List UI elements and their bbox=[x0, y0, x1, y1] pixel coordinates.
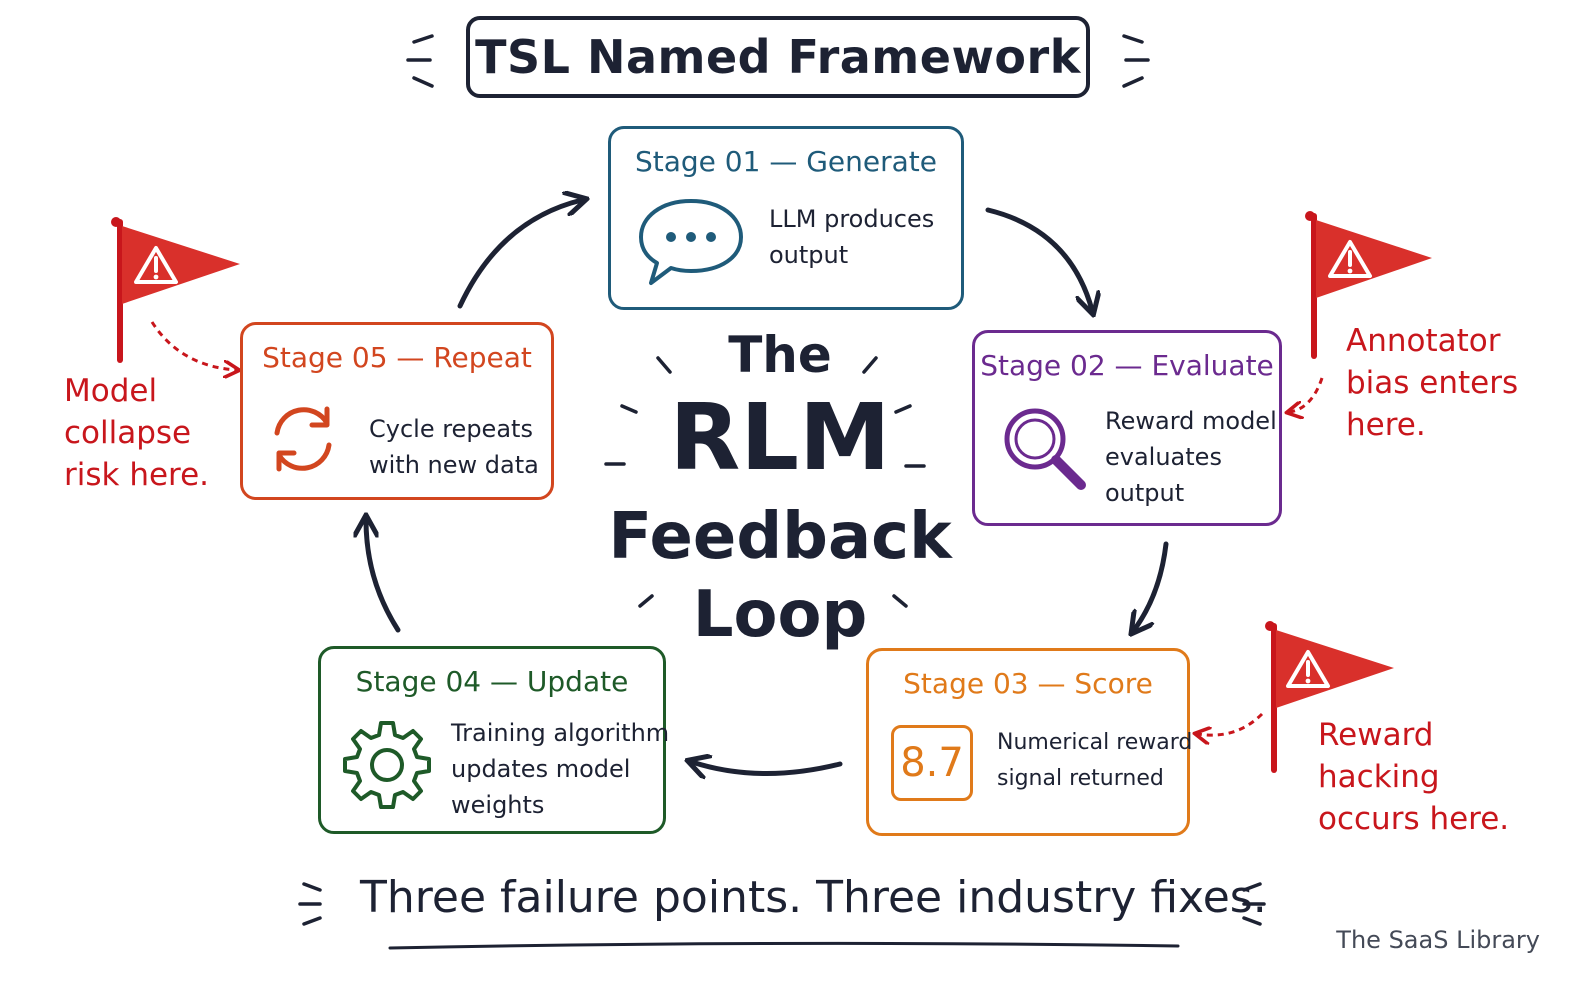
stage-05-text: Cycle repeats with new data bbox=[369, 411, 539, 483]
arrow-generate-to-evaluate bbox=[985, 207, 1092, 310]
framework-title: TSL Named Framework bbox=[466, 16, 1090, 98]
stage-01-generate-card: Stage 01 — Generate LLM produces output bbox=[608, 126, 964, 310]
stage-02-evaluate-card: Stage 02 — Evaluate Reward model evaluat… bbox=[972, 330, 1282, 526]
stage-05-text-line: Cycle repeats bbox=[369, 415, 533, 443]
tagline-underline bbox=[388, 941, 1180, 950]
arrow-score-to-update bbox=[692, 762, 843, 774]
stage-01-text: LLM produces output bbox=[769, 201, 934, 273]
risk-pointers bbox=[150, 321, 1324, 735]
warning-flag-icon bbox=[111, 217, 240, 363]
stage-02-text-line: evaluates bbox=[1105, 443, 1222, 471]
stage-03-text-line: signal returned bbox=[997, 766, 1164, 791]
center-title-loop: Loop bbox=[692, 578, 868, 652]
stage-03-score-card: Stage 03 — Score 8.7 Numerical reward si… bbox=[866, 648, 1192, 836]
stage-02-title: Stage 02 — Evaluate bbox=[980, 349, 1274, 382]
stage-04-text: Training algorithm updates model weights bbox=[451, 715, 669, 823]
stage-01-title: Stage 01 — Generate bbox=[634, 145, 937, 178]
center-burst bbox=[604, 356, 926, 608]
stage-04-text-line: updates model bbox=[451, 755, 631, 783]
center-title-rlm: RLM bbox=[669, 384, 891, 491]
magnifier-icon bbox=[1004, 408, 1086, 490]
arrow-update-to-repeat bbox=[366, 520, 401, 633]
stage-05-title: Stage 05 — Repeat bbox=[262, 341, 532, 374]
pointer-model-collapse bbox=[150, 321, 236, 370]
stage-02-text-line: output bbox=[1105, 479, 1185, 507]
stage-03-text-line: Numerical reward bbox=[997, 730, 1193, 755]
stage-04-update-card: Stage 04 — Update Training algorithm upd… bbox=[318, 646, 669, 834]
pointer-reward-hacking bbox=[1198, 712, 1264, 735]
brand-name: The SaaS Library bbox=[1336, 926, 1540, 954]
center-title-the: The bbox=[728, 326, 832, 384]
pointer-annotator-bias bbox=[1290, 377, 1324, 412]
stage-02-text: Reward model evaluates output bbox=[1105, 403, 1277, 511]
stage-03-text: Numerical reward signal returned bbox=[997, 725, 1192, 797]
stage-04-text-line: Training algorithm bbox=[451, 719, 670, 747]
risk-model-collapse: Model collapse risk here. bbox=[64, 373, 210, 493]
center-title-feedback: Feedback bbox=[608, 500, 952, 574]
speech-bubble-icon bbox=[639, 199, 743, 285]
tagline: Three failure points. Three industry fix… bbox=[360, 872, 1267, 923]
stage-01-text-line: output bbox=[769, 241, 849, 269]
stage-03-title: Stage 03 — Score bbox=[903, 667, 1153, 700]
footer-tick-marks bbox=[298, 882, 1266, 926]
stage-01-text-line: LLM produces bbox=[769, 205, 935, 233]
cycle-arrows-icon bbox=[274, 406, 332, 472]
warning-flag-icon bbox=[1305, 211, 1432, 359]
stage-04-text-line: weights bbox=[451, 791, 545, 819]
risk-reward-hacking: Reward hacking occurs here. bbox=[1318, 717, 1510, 837]
stage-04-title: Stage 04 — Update bbox=[355, 665, 629, 698]
score-value-badge: 8.7 bbox=[891, 725, 973, 801]
stage-02-text-line: Reward model bbox=[1105, 407, 1277, 435]
risk-annotator-bias: Annotator bias enters here. bbox=[1346, 323, 1519, 443]
arrow-repeat-to-generate bbox=[457, 200, 582, 309]
loop-arrows bbox=[366, 200, 1169, 774]
stage-05-repeat-card: Stage 05 — Repeat Cycle repeats with new… bbox=[240, 322, 554, 500]
warning-flag-icon bbox=[1265, 621, 1394, 773]
stage-05-text-line: with new data bbox=[369, 451, 539, 479]
arrow-evaluate-to-score bbox=[1134, 541, 1169, 630]
gear-icon bbox=[343, 721, 431, 809]
title-tick-marks bbox=[406, 34, 1150, 88]
